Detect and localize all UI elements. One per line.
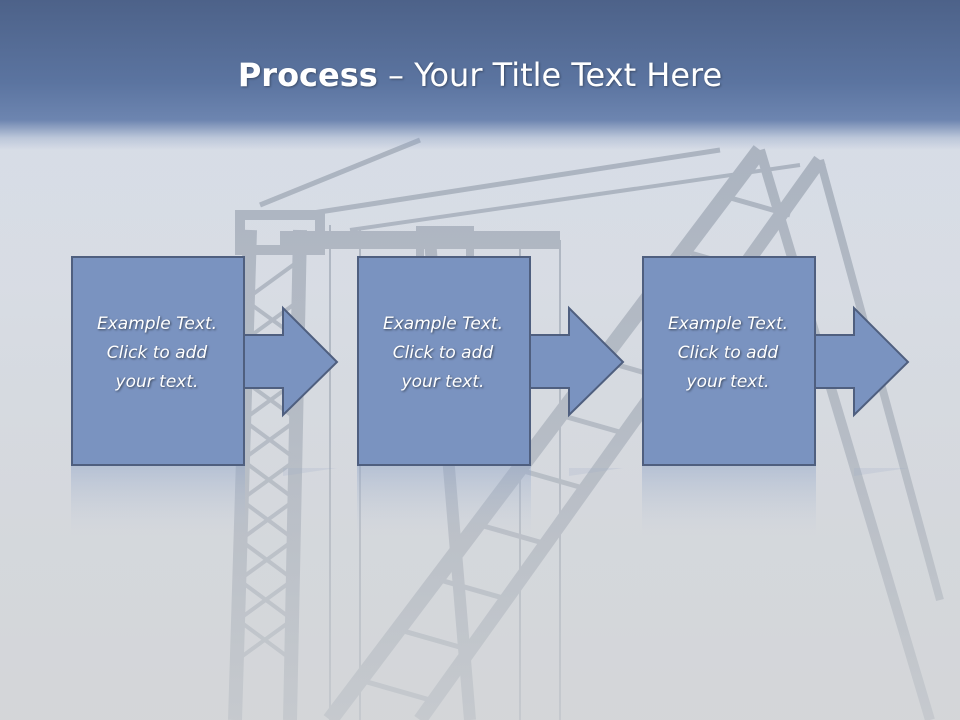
step-1-line-2: Click to add — [106, 343, 208, 363]
process-step-3[interactable]: Example Text. Click to add your text. — [642, 256, 942, 546]
step-2-box-arrow-shape — [357, 256, 625, 536]
step-1-line-3: your text. — [115, 372, 199, 392]
process-step-2[interactable]: Example Text. Click to add your text. — [357, 256, 717, 546]
step-2-line-2: Click to add — [392, 343, 494, 363]
step-1-line-1: Example Text. — [96, 314, 218, 334]
step-3-line-1: Example Text. — [667, 314, 789, 334]
step-2-text[interactable]: Example Text. Click to add your text. — [357, 310, 529, 397]
slide-title[interactable]: Process – Your Title Text Here — [0, 50, 960, 100]
step-2-line-3: your text. — [401, 372, 485, 392]
title-rest: – Your Title Text Here — [377, 56, 723, 94]
step-2-line-1: Example Text. — [382, 314, 504, 334]
step-3-box-arrow-shape — [642, 256, 910, 536]
title-strong: Process — [237, 56, 378, 94]
process-step-1[interactable]: Example Text. Click to add your text. — [71, 256, 431, 546]
step-1-box-arrow-shape — [71, 256, 339, 536]
step-3-text[interactable]: Example Text. Click to add your text. — [642, 310, 814, 397]
title-band — [0, 0, 960, 150]
step-3-line-2: Click to add — [677, 343, 779, 363]
step-1-text[interactable]: Example Text. Click to add your text. — [71, 310, 243, 397]
step-3-line-3: your text. — [686, 372, 770, 392]
